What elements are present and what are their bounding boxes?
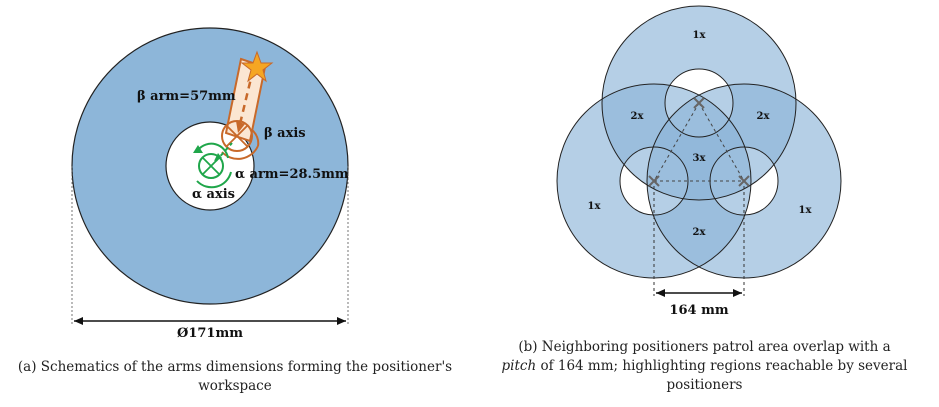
- region-center-triple: 3x: [693, 153, 707, 164]
- diameter-dimension: [71, 166, 349, 325]
- pitch-dimension: [653, 186, 745, 297]
- caption-b-pitch-word: pitch: [501, 358, 537, 374]
- beta-axis-label: β axis: [264, 126, 306, 141]
- alpha-axis-joint: [193, 142, 232, 189]
- region-right-outer: 1x: [799, 205, 813, 216]
- center-mark-top: [693, 97, 705, 109]
- beta-arm-label: β arm=57mm: [137, 89, 236, 104]
- pitch-label: 164 mm: [669, 303, 728, 318]
- alpha-arm-label: α arm=28.5mm: [235, 167, 349, 182]
- region-lower-pair: 2x: [693, 227, 707, 238]
- caption-b: (b) Neighboring positioners patrol area …: [470, 338, 939, 395]
- beta-axis-joint: [221, 120, 260, 160]
- center-mark-left: [648, 175, 660, 187]
- alpha-axis-label: α axis: [192, 187, 235, 202]
- caption-b-line2: of 164 mm; highlighting regions reachabl…: [536, 358, 908, 374]
- caption-a: (a) Schematics of the arms dimensions fo…: [17, 359, 453, 394]
- diagram-a: β arm=57mm β axis α arm=28.5mm α axis Ø1…: [71, 27, 349, 341]
- region-upper-left-pair: 2x: [631, 111, 645, 122]
- diameter-label: Ø171mm: [177, 326, 243, 341]
- diagram-b: 1x 2x 2x 3x 1x 1x 2x 164 mm: [556, 5, 842, 318]
- region-upper-right-pair: 2x: [757, 111, 771, 122]
- pitch-triangle: [653, 102, 745, 182]
- center-mark-right: [738, 175, 750, 187]
- caption-b-line3: positioners: [666, 377, 743, 393]
- region-top-outer: 1x: [693, 30, 707, 41]
- region-left-outer: 1x: [588, 201, 602, 212]
- caption-b-line1: (b) Neighboring positioners patrol area …: [518, 339, 891, 355]
- star-icon: [240, 50, 274, 83]
